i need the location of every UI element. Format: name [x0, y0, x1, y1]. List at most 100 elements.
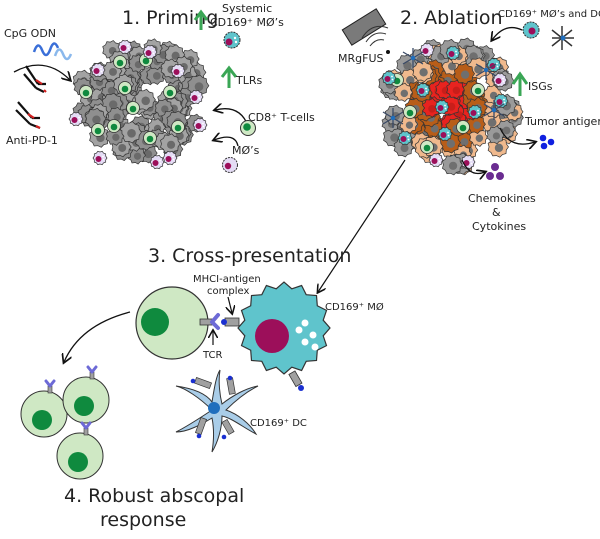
macrophage-icon [397, 130, 413, 146]
immune-infiltration-arrow [492, 26, 523, 40]
macrophage-icon [428, 152, 444, 168]
antibody-icon [15, 65, 47, 130]
macrophage-icon [415, 82, 431, 98]
cd169-macrophage-label: CD169⁺ MØ [325, 301, 384, 313]
ablation-to-crosspresentation-arrow [318, 159, 406, 292]
chemokines-label: Chemokines [468, 192, 536, 205]
tcr-icon [44, 379, 56, 388]
mo-dcs-label: CD169⁺ MØ’s and DCs [498, 8, 600, 20]
ablation-tumor [378, 37, 524, 176]
tumor-antigen-label: Tumor antigen [524, 115, 600, 128]
priming-title: 1. Priming [122, 7, 218, 29]
macrophage-icon [92, 150, 108, 166]
cross-presentation-title: 3. Cross-presentation [148, 245, 351, 267]
cd8-label: CD8⁺ T-cells [248, 111, 315, 124]
macrophage-icon [445, 45, 461, 61]
mhc-receptor [288, 370, 303, 388]
abscopal-title-line2: response [100, 509, 186, 531]
antigen-release-arrow [499, 127, 535, 144]
mrgfus-transducer-icon [341, 8, 390, 54]
macrophage-icon [142, 44, 158, 60]
up-arrow-icon [511, 71, 529, 96]
macrophage-icon [117, 39, 133, 55]
cpg-odn-label: CpG ODN [4, 27, 56, 40]
macrophage-icon [434, 99, 450, 115]
mhc-label-line2: complex [207, 286, 249, 297]
tumor-antigen-icon [539, 134, 555, 150]
t-cell-icon [91, 123, 105, 137]
tcr-icon [80, 421, 92, 430]
systemic-cd169-label: CD169⁺ MØ’s [210, 16, 284, 29]
anti-pd1-label: Anti-PD-1 [6, 134, 58, 147]
macrophage-icon [492, 72, 508, 88]
systemic-label: Systemic [222, 2, 272, 15]
up-arrow-icon [220, 65, 238, 88]
macrophage-icon [467, 104, 483, 120]
t-cell-icon [113, 55, 127, 69]
t-cell-icon [143, 131, 157, 145]
macrophage-icon [381, 70, 397, 86]
t-cell-icon [456, 120, 470, 134]
macrophage-icon [162, 150, 178, 166]
ablation-title: 2. Ablation [400, 7, 503, 29]
isgs-label: ISGs [528, 80, 553, 93]
t-cell-icon [107, 119, 121, 133]
dendritic-cell-icon [551, 26, 574, 50]
dendritic-cell-icon [483, 100, 505, 120]
t-cell-icon [79, 85, 93, 99]
macrophage-icon [188, 89, 204, 105]
expanded-t-cell [56, 421, 104, 480]
mhc-antigen-complex [224, 317, 240, 327]
mhc-label-line1: MHCI-antigen [193, 274, 261, 285]
macrophage-nucleus [255, 319, 289, 353]
macrophage-icon [222, 157, 238, 173]
mhc-pointer-arrow [228, 296, 232, 313]
panel-priming: 1. Priming CpG ODN Anti-PD-1 Systemic CD… [4, 2, 315, 173]
expanded-t-cell [20, 379, 68, 438]
macrophage-icon [419, 42, 435, 58]
tcr-receptor-icon [199, 313, 220, 330]
expanded-t-cell [62, 365, 110, 424]
macrophage-icon [437, 126, 453, 142]
macrophage-icon [90, 62, 106, 78]
panel-ablation: 2. Ablation MRgFUS CD169⁺ MØ’s and DCs I… [318, 7, 600, 292]
vesicle [301, 319, 309, 327]
macrophage-icon [170, 63, 186, 79]
t-cell-icon [420, 140, 434, 154]
t-cell-icon [240, 120, 256, 136]
cytokine-release-arrow [461, 159, 485, 174]
tcr-label: TCR [202, 350, 223, 361]
cpg-arrow [13, 64, 70, 80]
t-cell-icon [171, 120, 185, 134]
cpg-odn-icon [32, 42, 73, 61]
vesicle [309, 331, 317, 339]
cd169-macrophage [221, 281, 331, 391]
priming-tumor [68, 38, 210, 170]
macrophage-icon [192, 117, 208, 133]
panel-cross-presentation: 3. Cross-presentation MHCI-antigen compl… [64, 245, 384, 453]
dendritic-cell-icon [402, 48, 424, 68]
tcr-icon [86, 365, 98, 374]
mos-arrow [214, 137, 239, 147]
cytokines-label: Cytokines [472, 220, 526, 233]
abscopal-title-line1: 4. Robust abscopal [64, 485, 244, 507]
t-cell-icon [118, 81, 132, 95]
t-cell-icon [471, 83, 485, 97]
cytokine-icon [486, 163, 504, 180]
vesicle [295, 326, 303, 334]
mrgfus-label: MRgFUS [338, 52, 383, 65]
systemic-macrophage-icon [223, 31, 241, 49]
macrophage-icon [68, 111, 84, 127]
mos-label: MØ’s [232, 144, 260, 157]
dendritic-cell-icon [382, 108, 404, 128]
t-cell-icon [403, 105, 417, 119]
cd169-dc-label: CD169⁺ DC [250, 418, 307, 429]
up-arrow-icon [193, 9, 209, 30]
expansion-arrow [64, 311, 131, 362]
macrophage-icon [522, 21, 540, 39]
cd8-t-cell [135, 286, 209, 360]
tlrs-label: TLRs [235, 74, 262, 87]
ampersand-label: & [492, 206, 501, 219]
